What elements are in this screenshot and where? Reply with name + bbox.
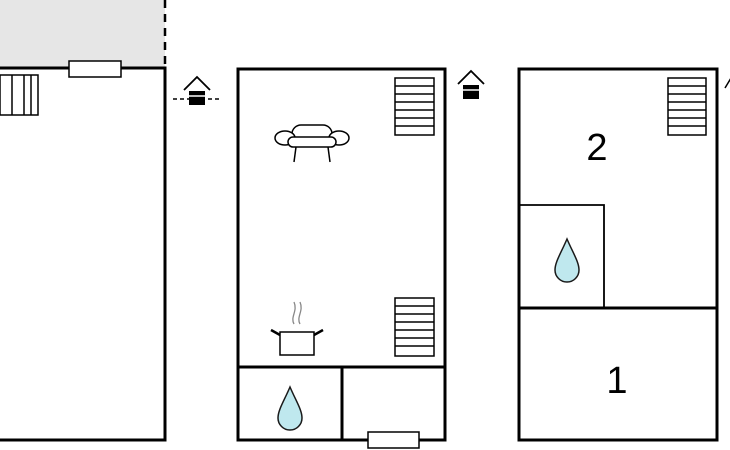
cooking-pot-icon: [270, 301, 324, 356]
water-drop-icon: [554, 237, 580, 283]
radiator-icon: [0, 74, 39, 116]
room-label: 1: [606, 360, 627, 402]
stairs-icon: [667, 77, 707, 136]
room-label: 2: [586, 127, 607, 169]
water-drop-icon: [277, 385, 303, 431]
entrance-icon: [173, 75, 221, 105]
ground-floor-plan: [236, 67, 447, 449]
window-icon: [68, 60, 122, 78]
upper-floor-plan: 2 1: [517, 67, 730, 442]
left-floor-plan: [0, 60, 167, 442]
entrance-icon: [457, 69, 485, 99]
terrace: [0, 0, 167, 68]
window-icon: [367, 431, 420, 449]
entrance-icon-partial: [724, 78, 730, 89]
sofa-icon: [274, 124, 350, 163]
stairs-icon: [394, 297, 435, 357]
stairs-icon: [394, 77, 435, 136]
